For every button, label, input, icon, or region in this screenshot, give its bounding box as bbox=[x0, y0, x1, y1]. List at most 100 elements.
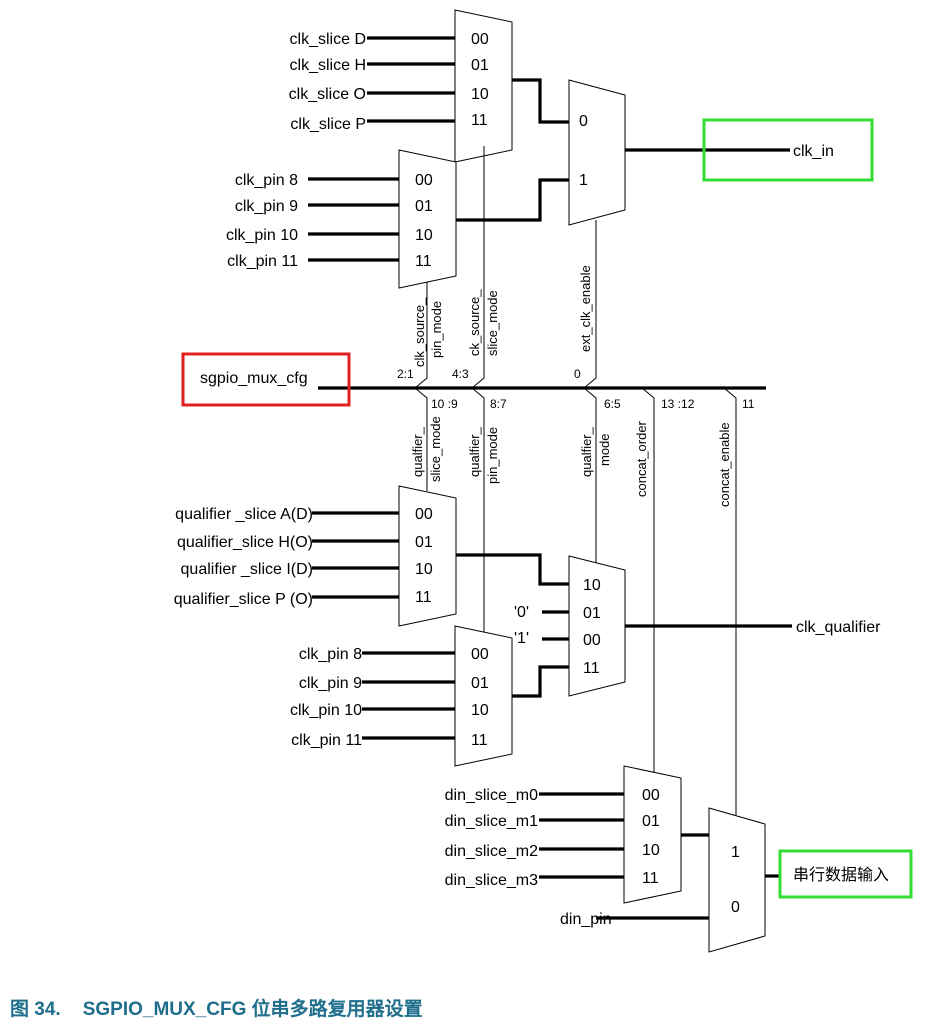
clk-pin-10-label: clk_pin 10 bbox=[226, 227, 298, 244]
bit-0-label: 0 bbox=[574, 367, 581, 381]
clk-pin-lower-input-wires bbox=[362, 651, 455, 740]
din-mux-port-11: 11 bbox=[642, 870, 659, 887]
qualifier-mode-label-a: qualfier_ bbox=[579, 426, 594, 477]
qualifier-mode-label-b: mode bbox=[597, 433, 612, 466]
const-0-label: '0' bbox=[514, 604, 529, 621]
ck-source-slice-mode-label-b: slice_mode bbox=[485, 290, 500, 356]
figure-number: 图 34. bbox=[10, 999, 61, 1020]
clk-in-highlight bbox=[702, 118, 874, 182]
concat-mux bbox=[708, 807, 766, 953]
clk-pin-mux-port-01: 01 bbox=[415, 198, 433, 215]
qualifier-slice-mode-label-a: qualfier_ bbox=[410, 426, 425, 477]
clk-slice-input-wires bbox=[367, 36, 455, 123]
clk-pin-mux-port-11: 11 bbox=[415, 253, 432, 270]
clk-qualifier-label: clk_qualifier bbox=[796, 619, 881, 636]
clk-pin-upper-input-wires bbox=[308, 177, 399, 262]
clk-slice-mux-port-01: 01 bbox=[471, 57, 489, 74]
qualifier-input-wires bbox=[312, 511, 399, 599]
clk-slice-mux bbox=[454, 9, 513, 163]
clk-source-pin-mode-label-a: clk_source_ bbox=[412, 297, 427, 367]
serial-input-label: 串行数据输入 bbox=[793, 866, 889, 884]
clk-pin-mux-port-00: 00 bbox=[415, 172, 433, 189]
clk-in-label: clk_in bbox=[793, 143, 834, 160]
clk-in-mux bbox=[568, 79, 626, 226]
clk-slice-h-label: clk_slice H bbox=[290, 57, 366, 74]
bits-13-12-label: 13 :12 bbox=[661, 397, 695, 411]
concat-order-label: concat_order bbox=[634, 420, 649, 497]
figure-caption: 图 34. SGPIO_MUX_CFG 位串多路复用器设置 bbox=[10, 994, 445, 1021]
din-slice-mux bbox=[623, 765, 682, 904]
clk-pin-lower-port-00: 00 bbox=[471, 646, 489, 663]
clk-pin-8-lower-label: clk_pin 8 bbox=[299, 646, 362, 663]
clk-pin-mux-upper bbox=[398, 149, 457, 289]
qualifier-slice-mux bbox=[398, 485, 457, 627]
qualifier-slice-a-label: qualifier _slice A(D) bbox=[175, 506, 313, 523]
clk-source-pin-mode-label-b: pin_mode bbox=[429, 301, 444, 358]
serial-input-highlight bbox=[778, 849, 913, 899]
clk-in-mux-port-0: 0 bbox=[579, 113, 588, 130]
din-slice-input-wires bbox=[539, 792, 624, 879]
bits-4-3-label: 4:3 bbox=[452, 367, 469, 381]
clk-pin-11-lower-label: clk_pin 11 bbox=[291, 732, 362, 749]
clk-slice-mux-port-11: 11 bbox=[471, 112, 488, 129]
qualifier-mux-port-11: 11 bbox=[415, 589, 432, 606]
qualifier-pin-mode-label-b: pin_mode bbox=[485, 427, 500, 484]
const-1-label: '1' bbox=[514, 630, 529, 647]
qual-mode-port-00: 00 bbox=[583, 632, 601, 649]
bits-2-1-label: 2:1 bbox=[397, 367, 414, 381]
concat-mux-port-1: 1 bbox=[731, 844, 740, 861]
concat-enable-label: concat_enable bbox=[717, 422, 732, 507]
qualifier-mux-port-10: 10 bbox=[415, 561, 433, 578]
din-mux-port-10: 10 bbox=[642, 842, 660, 859]
bit-11-label: 11 bbox=[742, 397, 755, 411]
clk-pin-lower-port-11: 11 bbox=[471, 732, 488, 749]
figure-title: SGPIO_MUX_CFG 位串多路复用器设置 bbox=[82, 999, 423, 1020]
clk-slice-d-label: clk_slice D bbox=[290, 31, 366, 48]
din-pin-label: din_pin bbox=[560, 911, 612, 928]
clk-slice-p-label: clk_slice P bbox=[290, 116, 366, 133]
clk-pin-8-label: clk_pin 8 bbox=[235, 172, 298, 189]
qualifier-mux-port-01: 01 bbox=[415, 534, 433, 551]
clk-pin-mux-port-10: 10 bbox=[415, 227, 433, 244]
ck-source-slice-mode-label-a: ck_source_ bbox=[467, 289, 482, 356]
qualifier-slice-p-label: qualifier_slice P (O) bbox=[174, 591, 313, 608]
clk-pin-9-label: clk_pin 9 bbox=[235, 198, 298, 215]
ext-clk-enable-label: ext_clk_enable bbox=[578, 265, 593, 352]
qualifier-pin-mode-label-a: qualfier_ bbox=[467, 426, 482, 477]
qualifier-slice-i-label: qualifier _slice I(D) bbox=[181, 561, 313, 578]
sgpio-mux-cfg-label: sgpio_mux_cfg bbox=[200, 370, 308, 387]
sgpio-mux-cfg-highlight bbox=[181, 352, 351, 407]
din-slice-m3-label: din_slice_m3 bbox=[445, 872, 538, 889]
din-mux-port-01: 01 bbox=[642, 813, 660, 830]
clk-slice-mux-port-00: 00 bbox=[471, 31, 489, 48]
clk-slice-o-label: clk_slice O bbox=[289, 86, 366, 103]
din-mux-port-00: 00 bbox=[642, 787, 660, 804]
qual-mode-port-01: 01 bbox=[583, 605, 601, 622]
clk-pin-10-lower-label: clk_pin 10 bbox=[290, 702, 362, 719]
clk-pin-11-label: clk_pin 11 bbox=[227, 253, 298, 270]
clk-qualifier-mux-wires bbox=[456, 553, 792, 698]
qualifier-slice-h-label: qualifier_slice H(O) bbox=[177, 534, 313, 551]
concat-mux-port-0: 0 bbox=[731, 899, 740, 916]
din-slice-m0-label: din_slice_m0 bbox=[445, 787, 538, 804]
bits-10-9-label: 10 :9 bbox=[431, 397, 458, 411]
clk-in-mux-wires bbox=[456, 78, 790, 222]
din-slice-m1-label: din_slice_m1 bbox=[445, 813, 538, 830]
qualifier-mux-port-00: 00 bbox=[415, 506, 433, 523]
qual-mode-port-10: 10 bbox=[583, 577, 601, 594]
clk-in-mux-port-1: 1 bbox=[579, 172, 588, 189]
clk-qualifier-mux bbox=[568, 555, 626, 697]
concat-mux-wires bbox=[596, 833, 780, 920]
qual-mode-port-11: 11 bbox=[583, 660, 600, 677]
clk-pin-9-lower-label: clk_pin 9 bbox=[299, 675, 362, 692]
sgpio-mux-diagram: clk_slice D clk_slice H clk_slice O clk_… bbox=[174, 9, 913, 953]
din-slice-m2-label: din_slice_m2 bbox=[445, 843, 538, 860]
clk-slice-mux-port-10: 10 bbox=[471, 86, 489, 103]
upper-select-lines bbox=[414, 146, 597, 389]
bits-8-7-label: 8:7 bbox=[490, 397, 507, 411]
clk-pin-lower-port-10: 10 bbox=[471, 702, 489, 719]
clk-pin-mux-lower bbox=[454, 625, 513, 767]
bits-6-5-label: 6:5 bbox=[604, 397, 621, 411]
qualifier-slice-mode-label-b: slice_mode bbox=[428, 416, 443, 482]
clk-pin-lower-port-01: 01 bbox=[471, 675, 489, 692]
